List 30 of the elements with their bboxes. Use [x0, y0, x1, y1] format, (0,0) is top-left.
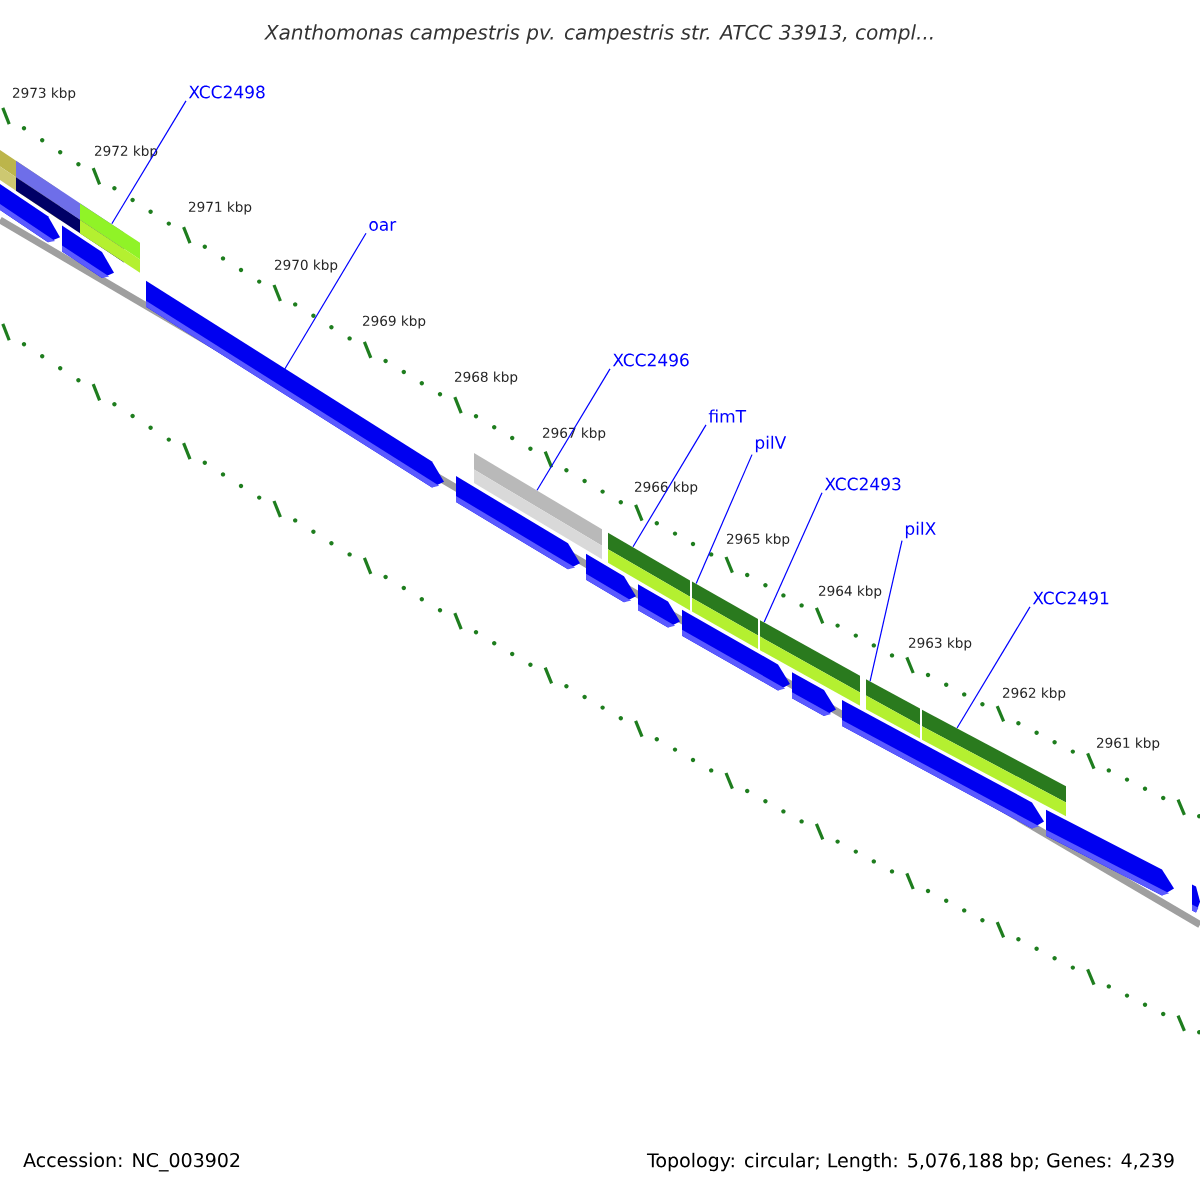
leader-line	[284, 232, 367, 370]
footer-text: Accession: NC_003902	[23, 1152, 240, 1172]
gene-block	[638, 584, 680, 628]
gene-label: XCC2493	[824, 477, 901, 491]
leader-line	[695, 454, 753, 584]
leader-line	[111, 100, 187, 225]
gene-label: XCC2496	[612, 353, 689, 367]
gene-block	[608, 532, 690, 611]
leader-line	[956, 606, 1031, 729]
gene-block	[1046, 809, 1174, 896]
gene-label: pilV	[755, 435, 787, 453]
leader-line	[536, 368, 611, 491]
gene-block	[760, 620, 860, 706]
gene-block	[922, 709, 1066, 817]
gene-label: XCC2491	[1032, 591, 1109, 605]
gene-label: XCC2498	[188, 85, 265, 99]
gene-block	[1192, 884, 1200, 913]
gene-block	[866, 679, 920, 739]
leader-line	[869, 540, 903, 682]
gene-block	[146, 280, 444, 488]
gene-label: oar	[369, 221, 397, 231]
leader-line	[763, 492, 823, 623]
gene-block	[80, 203, 140, 273]
gene-block	[474, 453, 602, 560]
gene-label: fimT	[708, 409, 747, 423]
gene-block	[692, 581, 758, 649]
title: Xanthomonas campestris pv. campestris str. ATCC 33913, compl...	[264, 24, 933, 44]
gene-label: pilX	[905, 521, 936, 539]
leader-line	[632, 424, 707, 548]
footer-text: Topology: circular; Length: 5,076,188 bp; Genes: 4,239	[646, 1152, 1174, 1172]
